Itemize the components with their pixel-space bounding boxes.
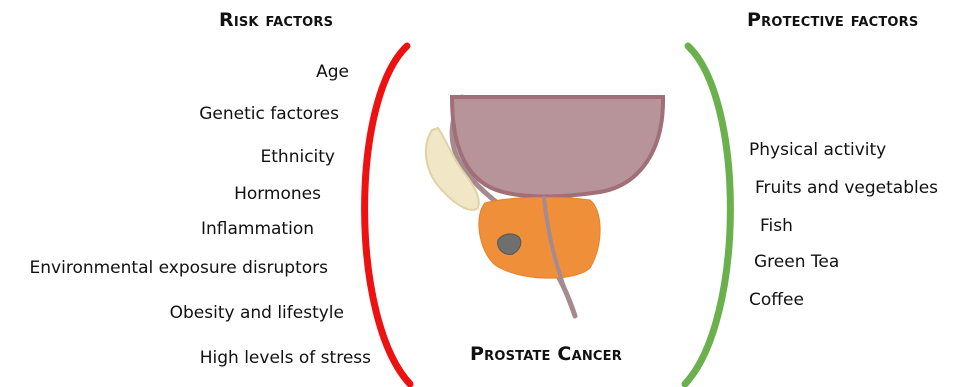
protective-item: Coffee [749, 290, 804, 310]
protective-item: Physical activity [749, 140, 886, 160]
protective-item: Fish [760, 216, 793, 236]
center-label: Prostate Cancer [470, 343, 622, 365]
protective-item: Fruits and vegetables [755, 178, 938, 198]
protective-item: Green Tea [754, 252, 839, 272]
